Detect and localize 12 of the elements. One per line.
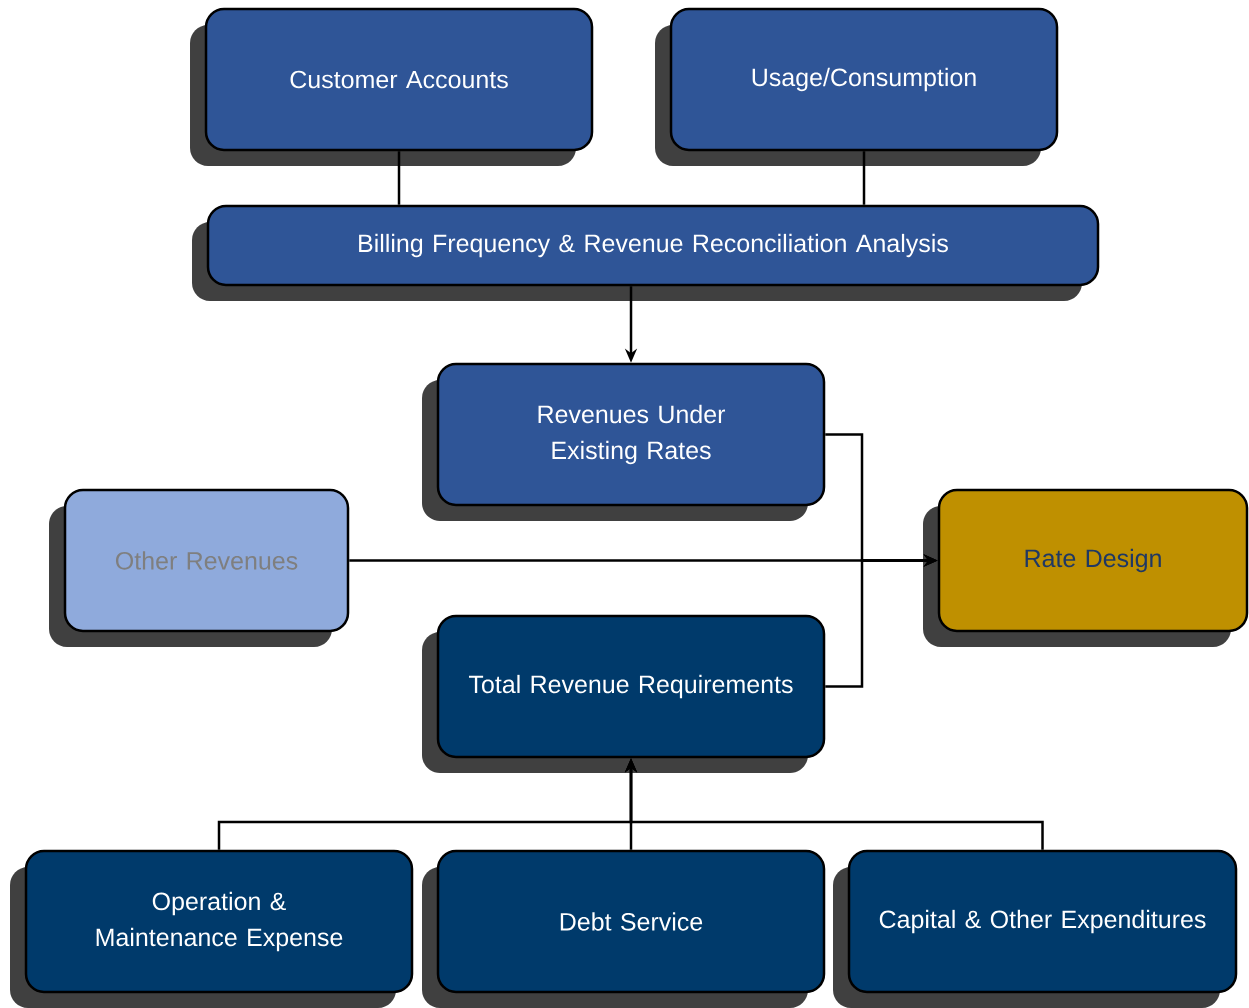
process-box: Total Revenue Requirements: [422, 614, 826, 773]
process-box: Operation & Maintenance Expense: [10, 849, 414, 1008]
process-box: Other Revenues: [49, 488, 350, 647]
connector: [397, 151, 401, 205]
process-box: Usage/Consumption: [655, 7, 1059, 166]
process-box: Billing Frequency & Revenue Reconciliation Analysis: [192, 204, 1100, 301]
process-box: Debt Service: [422, 849, 826, 1008]
process-box: Revenues Under Existing Rates: [422, 362, 826, 521]
process-box: Rate Design: [923, 488, 1249, 647]
process-box: Customer Accounts: [190, 7, 594, 166]
connector: [862, 151, 866, 205]
process-box: Capital & Other Expenditures: [833, 849, 1238, 1008]
